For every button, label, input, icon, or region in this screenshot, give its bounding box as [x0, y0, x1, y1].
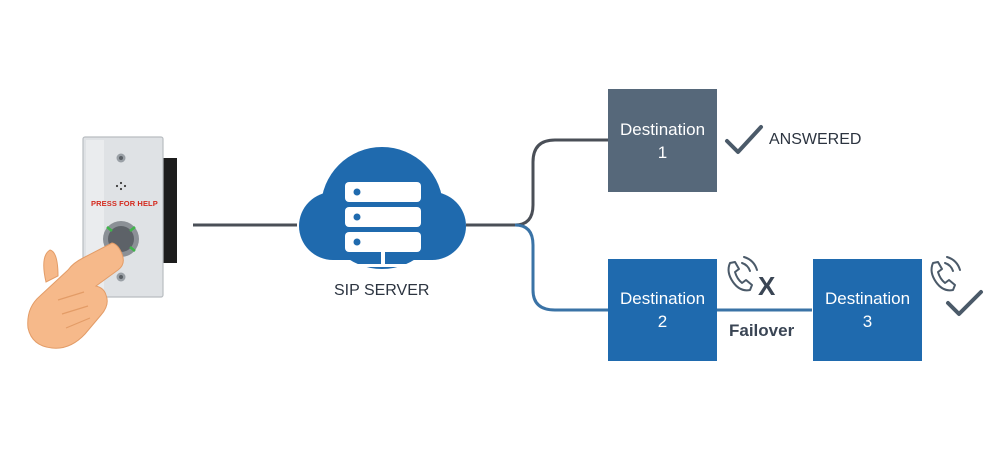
check-icon: [725, 125, 763, 154]
failover-label: Failover: [729, 321, 795, 340]
failover-x-mark: X: [758, 271, 776, 301]
destination-2-number: 2: [657, 312, 668, 331]
hand-pointer-icon: [27, 242, 124, 349]
destination-1-title: Destination: [619, 119, 706, 139]
destination-3-number: 3: [862, 312, 873, 331]
phone-ringing-icon: [727, 256, 758, 292]
press-for-help-text: PRESS FOR HELP: [91, 199, 158, 208]
destination-1-box: Destination 1: [608, 89, 717, 192]
destination-1-number: 1: [657, 142, 668, 162]
phone-ringing-icon: [930, 256, 961, 292]
check-icon: [946, 290, 983, 316]
sip-server-label: SIP SERVER: [334, 282, 430, 299]
branch-to-destination-1: [514, 138, 608, 227]
destination-3-title: Destination: [824, 289, 911, 308]
answered-status: ANSWERED: [769, 131, 862, 148]
destination-3-box: Destination 3: [813, 259, 922, 361]
destination-2-title: Destination: [619, 289, 706, 308]
branch-to-destination-2: [514, 223, 608, 312]
destination-2-box: Destination 2: [608, 259, 717, 361]
server-rack-icon: [340, 182, 426, 267]
